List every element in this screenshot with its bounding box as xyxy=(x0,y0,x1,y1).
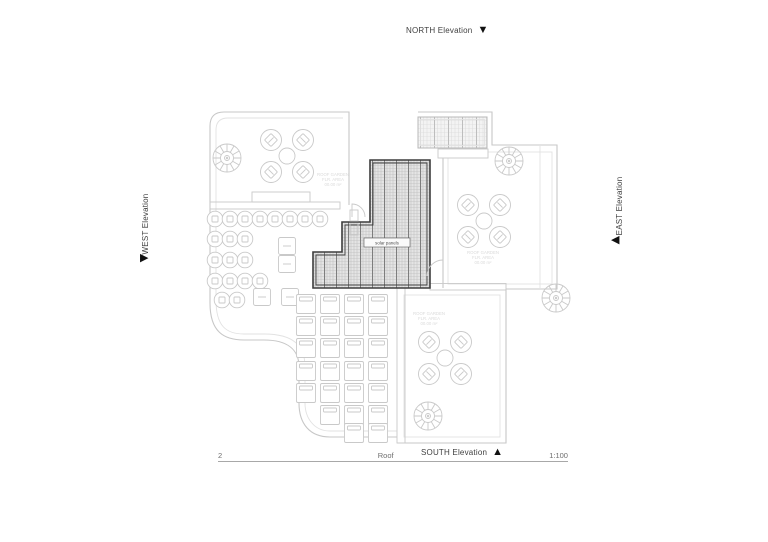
north-elevation-label: NORTH Elevation xyxy=(406,25,473,35)
room-tag-1-line3: 00.00 m² xyxy=(325,182,343,187)
rooftop-unit xyxy=(417,116,489,159)
south-elevation-label: SOUTH Elevation xyxy=(421,447,488,457)
room-tag-2-line2: FLR. AREA xyxy=(472,255,494,260)
north-elevation-marker: NORTH Elevation ▼ xyxy=(406,24,489,36)
roof-outline xyxy=(209,111,558,444)
room-tag-1-line1: ROOF GARDEN xyxy=(317,172,349,177)
side-tables xyxy=(253,237,299,306)
east-elevation-arrow-icon: ◀ xyxy=(611,234,620,246)
room-tag-2-line1: ROOF GARDEN xyxy=(467,250,499,255)
solar-panel-skylight: solar panels xyxy=(312,159,431,289)
room-tag-3-line3: 00.00 m² xyxy=(421,321,439,326)
room-tag-3-line1: ROOF GARDEN xyxy=(413,311,445,316)
room-tag-1-line2: FLR. AREA xyxy=(322,177,344,182)
east-elevation-label: EAST Elevation xyxy=(615,176,624,236)
view-number: 2 xyxy=(218,451,223,460)
view-scale: 1:100 xyxy=(549,451,568,460)
view-name: Roof xyxy=(377,451,394,460)
west-elevation-label: WEST Elevation xyxy=(141,193,150,255)
view-title-bar: 2 Roof 1:100 xyxy=(218,449,568,462)
west-elevation-arrow-icon: ▶ xyxy=(140,252,149,264)
doors-and-fixtures xyxy=(349,203,444,277)
south-elevation-arrow-icon: ▲ xyxy=(492,446,504,458)
room-tag-3-line2: FLR. AREA xyxy=(418,316,440,321)
north-elevation-arrow-icon: ▼ xyxy=(477,24,489,36)
panel-area-label: solar panels xyxy=(375,241,399,246)
south-elevation-marker: SOUTH Elevation ▲ xyxy=(421,446,503,458)
room-tags: ROOF GARDEN FLR. AREA 00.00 m² ROOF GARD… xyxy=(317,172,499,326)
room-tag-2-line3: 00.00 m² xyxy=(475,260,493,265)
